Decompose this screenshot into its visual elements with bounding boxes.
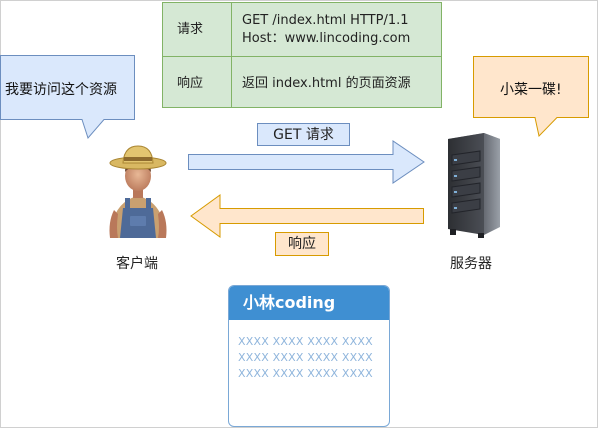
client-bubble-text: 我要访问这个资源 <box>5 82 117 98</box>
table-row-divider <box>163 56 441 57</box>
client-caption: 客户端 <box>116 256 158 272</box>
card-title: 小林coding <box>229 286 389 320</box>
response-row-label: 响应 <box>177 76 204 91</box>
response-arrow <box>190 194 424 238</box>
request-row-label: 请求 <box>177 22 204 37</box>
client-speech-bubble <box>0 55 135 139</box>
card-placeholder-line: XXXX XXXX XXXX XXXX <box>238 351 373 364</box>
server-bubble-text: 小菜一碟! <box>500 82 562 98</box>
request-line: GET /index.html HTTP/1.1 <box>242 13 409 28</box>
server-speech-bubble <box>473 56 589 138</box>
request-arrow <box>188 140 425 184</box>
farmer-icon <box>109 145 167 238</box>
card-body: XXXX XXXX XXXX XXXX XXXX XXXX XXXX XXXX … <box>229 320 389 382</box>
server-caption: 服务器 <box>450 256 492 272</box>
request-host-line: Host：www.lincoding.com <box>242 31 411 46</box>
response-label: 响应 <box>275 232 329 256</box>
server-rack-icon <box>448 133 500 238</box>
card-placeholder-line: XXXX XXXX XXXX XXXX <box>238 367 373 380</box>
request-label: GET 请求 <box>257 123 350 146</box>
table-column-divider <box>231 3 232 107</box>
webpage-card: 小林coding XXXX XXXX XXXX XXXX XXXX XXXX X… <box>228 285 390 427</box>
card-placeholder-line: XXXX XXXX XXXX XXXX <box>238 335 373 348</box>
http-message-table: 请求 GET /index.html HTTP/1.1 Host：www.lin… <box>162 2 442 108</box>
response-content-line: 返回 index.html 的页面资源 <box>242 76 411 91</box>
